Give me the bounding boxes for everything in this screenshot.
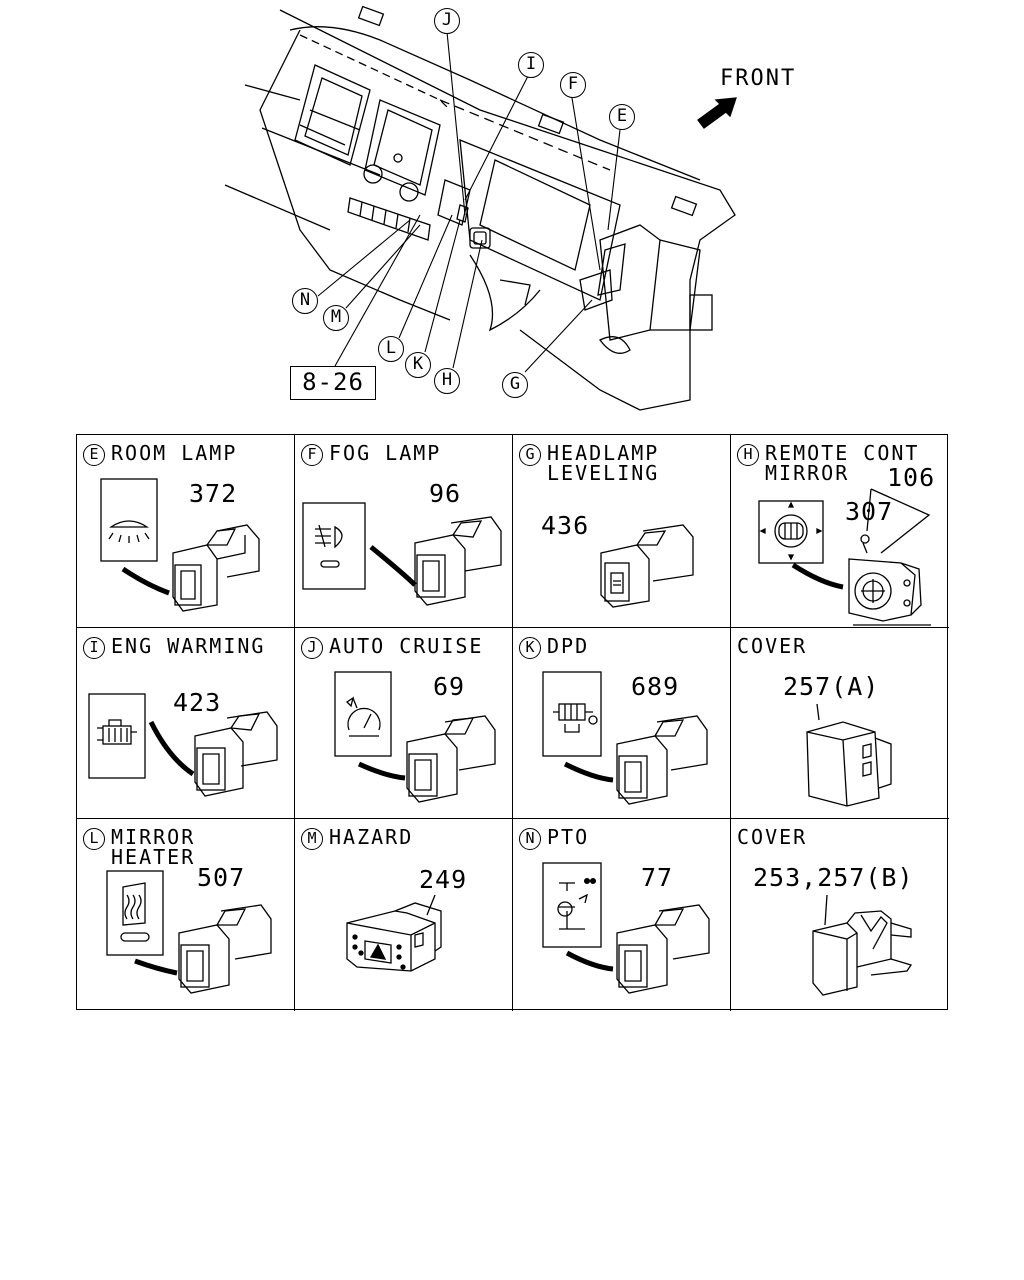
part-number[interactable]: 689 — [631, 672, 680, 701]
cell-letter: L — [83, 828, 105, 850]
cell-title: COVER — [737, 825, 808, 849]
cell-hazard: M HAZARD 249 — [295, 819, 513, 1011]
fog-lamp-icon — [302, 502, 502, 606]
cell-title: HEADLAMP LEVELING — [547, 441, 660, 485]
blank-cover-icon — [806, 703, 892, 807]
callout-I[interactable]: I — [518, 52, 544, 78]
cell-letter: K — [519, 637, 541, 659]
cell-letter: H — [737, 444, 759, 466]
part-number[interactable]: 436 — [541, 511, 590, 540]
cruise-speedometer-icon — [334, 671, 496, 803]
part-number[interactable]: 69 — [433, 672, 466, 701]
cell-title: HAZARD — [329, 825, 414, 849]
cell-room-lamp: E ROOM LAMP 372 — [77, 435, 295, 628]
cell-letter: F — [301, 444, 323, 466]
callout-H[interactable]: H — [434, 368, 460, 394]
callout-F[interactable]: F — [560, 72, 586, 98]
callout-N[interactable]: N — [292, 288, 318, 314]
callout-E[interactable]: E — [609, 104, 635, 130]
cell-fog-lamp: F FOG LAMP 96 — [295, 435, 513, 628]
thumbwheel-icon — [600, 524, 694, 608]
cell-title: MIRROR HEATER — [111, 825, 196, 869]
cell-dpd: K DPD 689 — [513, 628, 731, 819]
cell-title: ROOM LAMP — [111, 441, 238, 465]
dashboard-overview-drawing — [224, 5, 737, 411]
cell-pto: N PTO 77 — [513, 819, 731, 1011]
cell-title: COVER — [737, 634, 808, 658]
part-number[interactable]: 423 — [173, 688, 222, 717]
blank-cover-icon — [812, 894, 913, 996]
pto-icon — [542, 862, 710, 994]
cell-cover-a: COVER 257(A) — [731, 628, 949, 819]
part-number[interactable]: 253,257(B) — [753, 863, 914, 892]
cell-cover-b: COVER 253,257(B) — [731, 819, 949, 1011]
part-number[interactable]: 96 — [429, 479, 462, 508]
switch-parts-grid: E ROOM LAMP 372 F FOG LAMP 96 — [76, 434, 949, 1011]
cell-title: AUTO CRUISE — [329, 634, 484, 658]
part-number[interactable]: 249 — [419, 865, 468, 894]
part-number[interactable]: 507 — [197, 863, 246, 892]
cell-letter: M — [301, 828, 323, 850]
part-number[interactable]: 106 — [887, 463, 936, 492]
callout-L[interactable]: L — [378, 336, 404, 362]
reference-page-box[interactable]: 8-26 — [290, 366, 376, 400]
callout-M[interactable]: M — [323, 305, 349, 331]
cell-title: ENG WARMING — [111, 634, 266, 658]
callout-G[interactable]: G — [502, 372, 528, 398]
hazard-triangle-icon — [346, 894, 442, 972]
cell-letter: N — [519, 828, 541, 850]
part-number[interactable]: 77 — [641, 863, 674, 892]
cell-mirror-heater: L MIRROR HEATER 507 — [77, 819, 295, 1011]
cell-letter: J — [301, 637, 323, 659]
mirror-heater-icon — [106, 870, 272, 994]
cell-title: FOG LAMP — [329, 441, 442, 465]
cell-title: REMOTE CONT MIRROR — [765, 441, 920, 485]
room-lamp-icon — [100, 478, 260, 612]
front-label: FRONT — [720, 66, 797, 91]
cell-eng-warming: I ENG WARMING 423 — [77, 628, 295, 819]
part-number[interactable]: 257(A) — [783, 672, 880, 701]
mirror-control-icon — [758, 488, 931, 626]
cell-letter: G — [519, 444, 541, 466]
engine-warming-icon — [88, 693, 278, 797]
callout-J[interactable]: J — [434, 8, 460, 34]
part-number[interactable]: 372 — [189, 479, 238, 508]
cell-letter: E — [83, 444, 105, 466]
cell-headlamp-leveling: G HEADLAMP LEVELING 436 — [513, 435, 731, 628]
cell-auto-cruise: J AUTO CRUISE 69 — [295, 628, 513, 819]
callout-K[interactable]: K — [405, 352, 431, 378]
cell-title: DPD — [547, 634, 590, 658]
dpd-filter-icon — [542, 671, 708, 805]
cell-letter: I — [83, 637, 105, 659]
cell-title: PTO — [547, 825, 590, 849]
